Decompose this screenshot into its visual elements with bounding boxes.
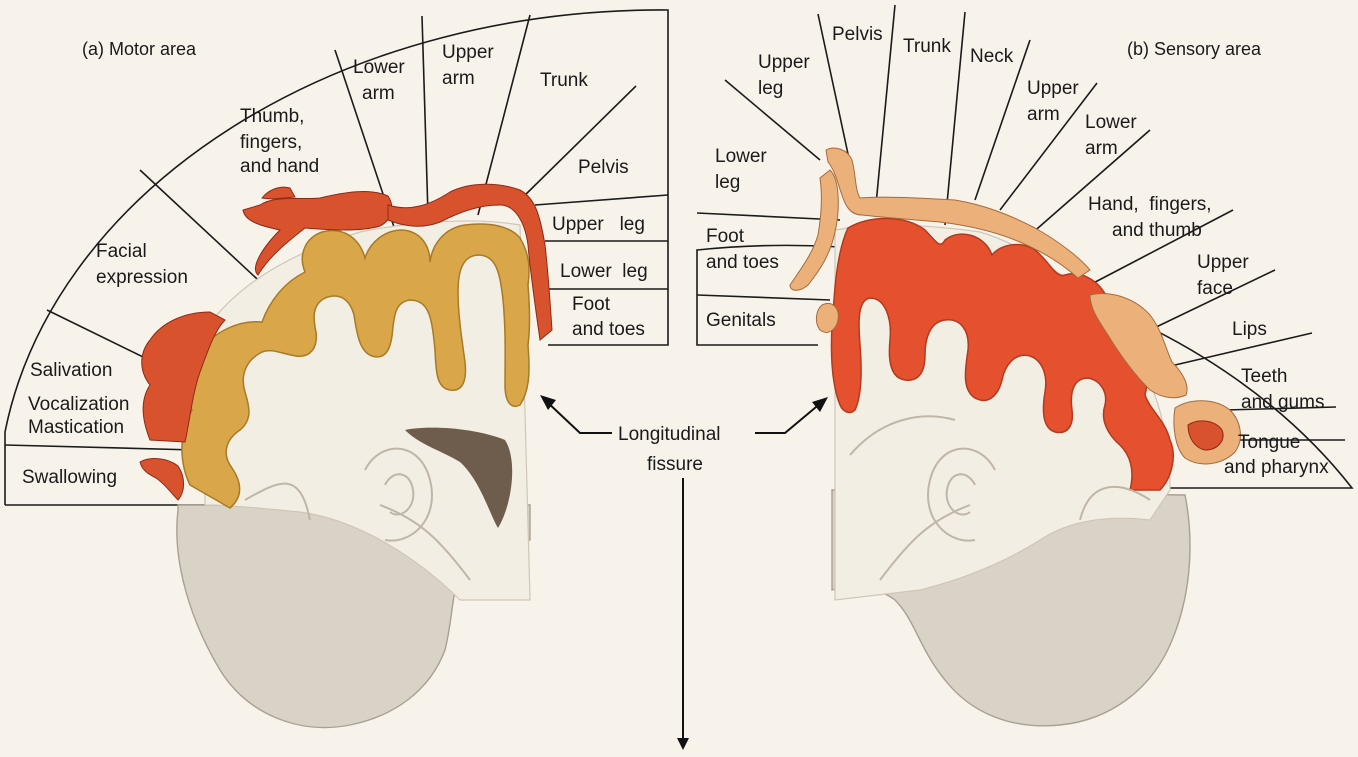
- label-sensory-neck: Neck: [970, 46, 1014, 67]
- sensory-divider: [697, 295, 830, 300]
- label-sensory-teeth: Teeth: [1241, 366, 1287, 387]
- label-sensory-tongue: Tongue: [1238, 432, 1300, 453]
- label-motor-thumb: fingers,: [240, 132, 302, 153]
- label-sensory-lower-leg: leg: [715, 172, 740, 193]
- label-motor-mastication: Mastication: [28, 417, 124, 438]
- fissure-arrowhead-right: [812, 397, 828, 412]
- label-sensory-hand: Hand, fingers,: [1088, 194, 1212, 215]
- label-sensory-upper-arm: Upper: [1027, 78, 1079, 99]
- label-sensory-pelvis: Pelvis: [832, 24, 883, 45]
- fissure-arrow-left: [545, 400, 612, 433]
- sensory-leg-figure: [790, 170, 838, 290]
- label-sensory-hand: and thumb: [1112, 220, 1202, 241]
- label-sensory-genitals: Genitals: [706, 310, 776, 331]
- label-motor-foot: Foot: [572, 294, 611, 315]
- label-sensory-foot: and toes: [706, 252, 779, 273]
- label-sensory-upper-face: face: [1197, 278, 1233, 299]
- fissure-callout: Longitudinal fissure: [540, 395, 828, 750]
- label-sensory-upper-leg: Upper: [758, 52, 810, 73]
- label-motor-facial: expression: [96, 267, 188, 288]
- label-motor-thumb: Thumb,: [240, 106, 304, 127]
- motor-tongue-figure: [140, 459, 184, 500]
- sensory-divider: [1000, 83, 1097, 210]
- label-motor-facial: Facial: [96, 241, 147, 262]
- label-motor-salivation: Salivation: [30, 360, 112, 381]
- label-fissure: Longitudinal: [618, 424, 720, 445]
- fissure-arrow-right: [755, 402, 822, 433]
- motor-title: (a) Motor area: [82, 39, 197, 59]
- label-motor-vocalization: Vocalization: [28, 394, 129, 415]
- label-sensory-upper-arm: arm: [1027, 104, 1060, 125]
- label-sensory-trunk: Trunk: [903, 36, 951, 57]
- motor-hand-figure: [262, 187, 295, 199]
- motor-divider: [422, 16, 428, 215]
- motor-divider: [5, 445, 195, 450]
- label-motor-lower-arm: arm: [362, 83, 395, 104]
- label-motor-upper-leg: Upper leg: [552, 214, 645, 235]
- motor-divider: [520, 86, 636, 200]
- fissure-arrowhead-down: [677, 738, 689, 750]
- label-sensory-lips: Lips: [1232, 319, 1267, 340]
- sensory-title: (b) Sensory area: [1127, 39, 1262, 59]
- label-motor-trunk: Trunk: [540, 70, 588, 91]
- label-sensory-foot: Foot: [706, 226, 745, 247]
- sensory-brain: [832, 218, 1190, 725]
- label-sensory-upper-leg: leg: [758, 78, 783, 99]
- label-sensory-tongue: and pharynx: [1224, 457, 1329, 478]
- label-motor-thumb: and hand: [240, 156, 319, 177]
- label-motor-lower-leg: Lower leg: [560, 261, 648, 282]
- label-sensory-lower-arm: Lower: [1085, 112, 1137, 133]
- sensory-genitals-figure: [816, 303, 838, 332]
- label-motor-lower-arm: Lower: [353, 57, 405, 78]
- motor-brain: [177, 221, 530, 728]
- sensory-divider: [697, 213, 840, 220]
- label-sensory-lower-arm: arm: [1085, 138, 1118, 159]
- label-motor-foot: and toes: [572, 319, 645, 340]
- label-sensory-upper-face: Upper: [1197, 252, 1249, 273]
- label-motor-upper-arm: arm: [442, 68, 475, 89]
- label-motor-upper-arm: Upper: [442, 42, 494, 63]
- label-motor-swallowing: Swallowing: [22, 467, 117, 488]
- motor-divider: [535, 195, 668, 205]
- label-sensory-teeth: and gums: [1241, 392, 1324, 413]
- label-fissure: fissure: [647, 454, 703, 475]
- label-sensory-lower-leg: Lower: [715, 146, 767, 167]
- label-motor-pelvis: Pelvis: [578, 157, 629, 178]
